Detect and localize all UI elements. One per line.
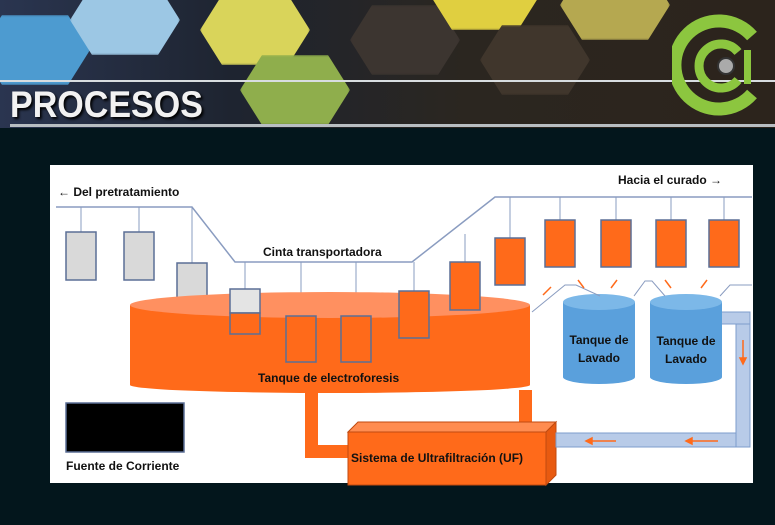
- wash-spray-line: [719, 284, 752, 297]
- part-entering-coated: [229, 312, 261, 335]
- header-rule-top: [0, 80, 775, 82]
- hex-decoration: [350, 5, 460, 75]
- coated-parts: [285, 219, 740, 363]
- wash-tank-2: [650, 294, 722, 384]
- slide-title: PROCESOS: [10, 84, 203, 125]
- wash-tank-1-label-line2: Lavado: [578, 351, 620, 365]
- wash-spray-line: [531, 284, 601, 313]
- cai-logo: [672, 14, 757, 116]
- uf-label: Sistema de Ultrafiltración (UF): [351, 451, 523, 465]
- untreated-parts: [65, 231, 208, 311]
- to-curing-label: Hacia el curado →: [618, 173, 722, 187]
- header-rule-bottom: [10, 124, 775, 127]
- return-pipe: [555, 311, 751, 448]
- electro-tank-label: Tanque de electroforesis: [258, 371, 399, 385]
- power-source-label: Fuente de Corriente: [66, 459, 180, 473]
- flow-arrows: [584, 340, 748, 446]
- slide-header: PROCESOS: [0, 0, 775, 128]
- ultrafiltration-system: [346, 420, 558, 487]
- wash-tank-2-label-line2: Lavado: [665, 352, 707, 366]
- hex-decoration: [480, 25, 590, 95]
- wash-tank-1-label-line1: Tanque de: [569, 333, 628, 347]
- hex-decoration: [240, 55, 350, 125]
- power-source: [65, 402, 185, 453]
- wash-tank-2-label-line1: Tanque de: [656, 334, 715, 348]
- hex-decoration: [560, 0, 670, 40]
- wash-tank-1: [563, 294, 635, 384]
- tank-pipes: [305, 390, 532, 458]
- conveyor-line: [56, 196, 752, 263]
- hex-decoration: [200, 0, 310, 65]
- wash-spray-line: [633, 280, 666, 297]
- part-entering: [229, 288, 261, 314]
- spray-arrows: [542, 279, 708, 296]
- from-pretreatment-label: ← Del pretratamiento: [58, 185, 179, 199]
- hex-decoration: [70, 0, 180, 55]
- conveyor-label: Cinta transportadora: [263, 245, 382, 259]
